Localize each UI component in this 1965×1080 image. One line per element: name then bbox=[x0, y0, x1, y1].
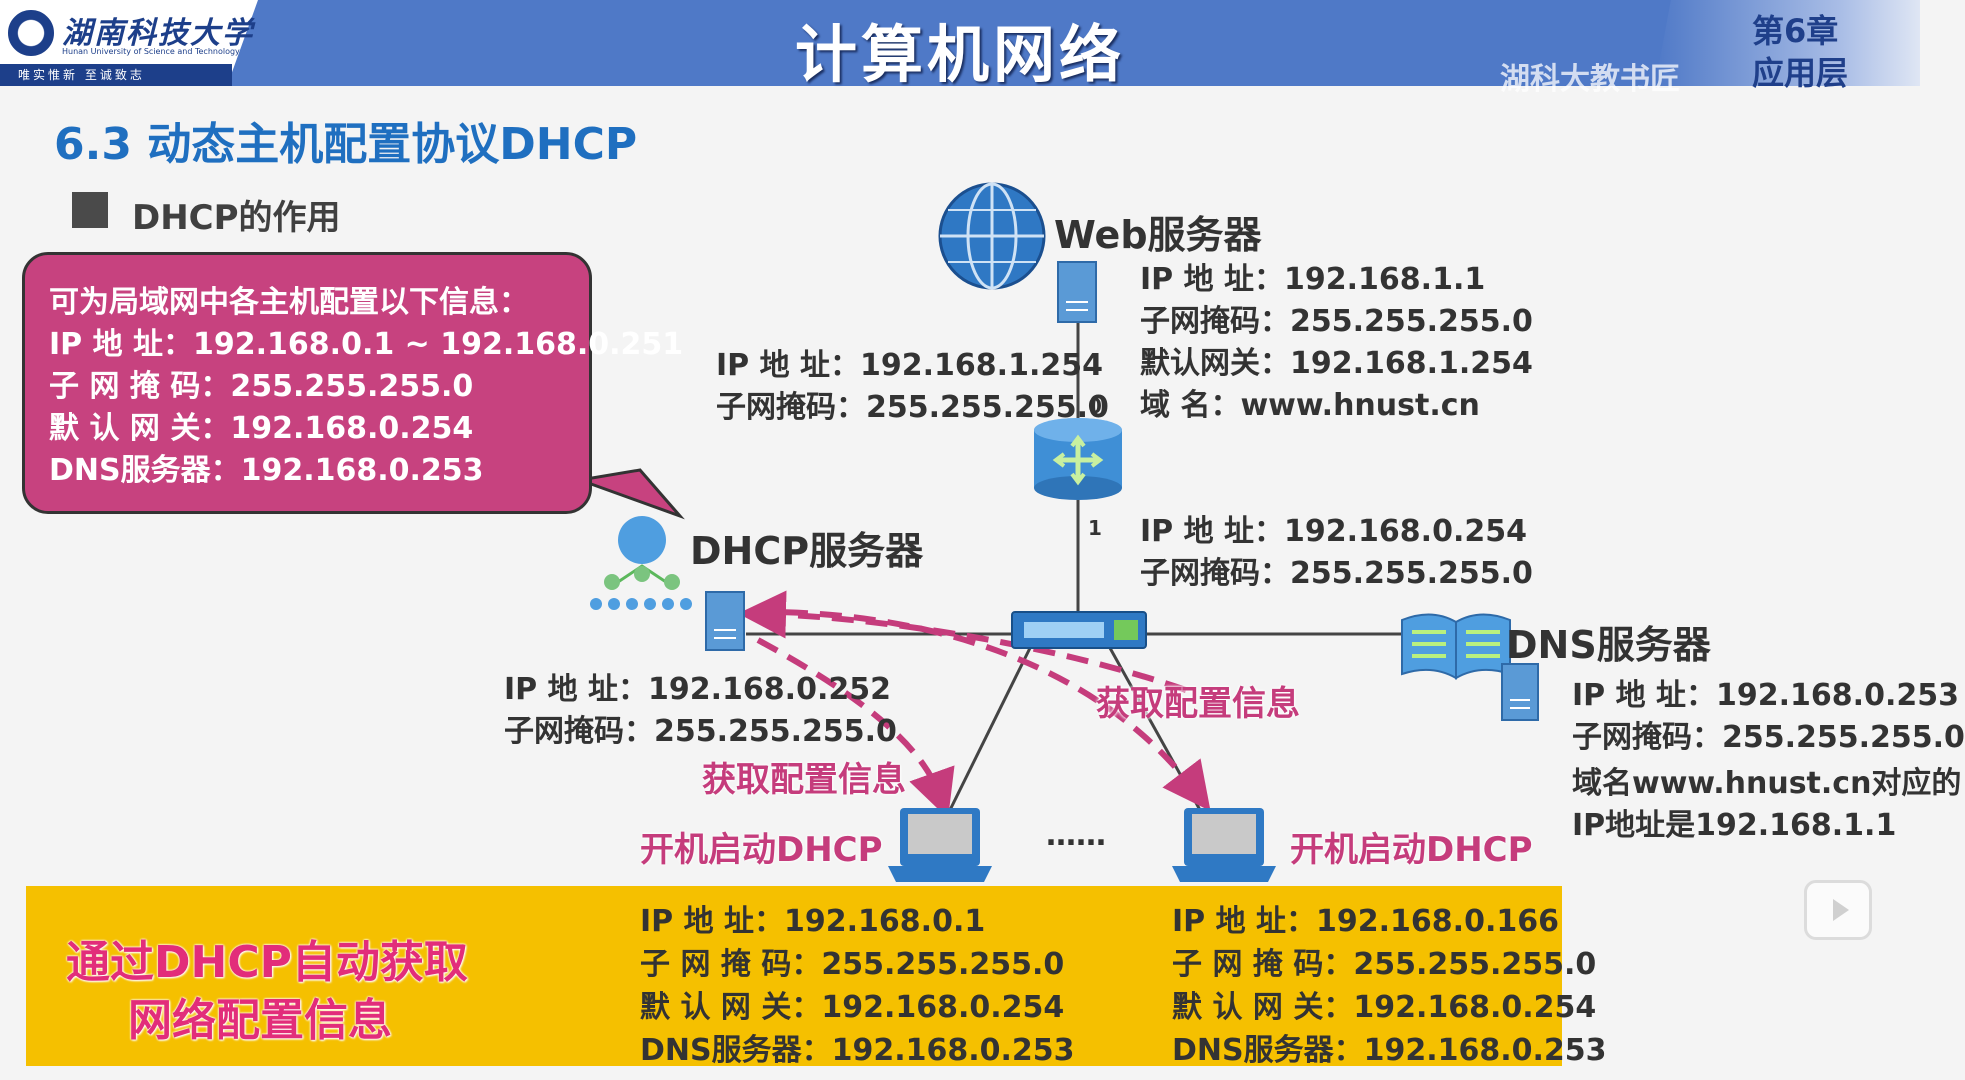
router-icon bbox=[1034, 418, 1122, 500]
chapter-panel bbox=[1655, 0, 1920, 86]
web-server-title: Web服务器 bbox=[1054, 213, 1262, 257]
dns-server-title: DNS服务器 bbox=[1506, 623, 1711, 667]
arrow-label-right: 获取配置信息 bbox=[1096, 684, 1300, 724]
university-name: 湖南科技大学 bbox=[62, 16, 254, 51]
router-interface-0: 0 bbox=[1088, 394, 1102, 418]
host-left-dns: DNS服务器：192.168.0.253 bbox=[640, 1033, 1075, 1068]
dhcp-server-icon bbox=[705, 591, 745, 651]
globe-icon bbox=[938, 182, 1046, 290]
dns-server-icon bbox=[1501, 663, 1539, 721]
router-if0-ip: IP 地 址：192.168.1.254 bbox=[716, 348, 1103, 383]
host-left-mask: 子 网 掩 码：255.255.255.0 bbox=[640, 947, 1065, 982]
web-server-gateway: 默认网关：192.168.1.254 bbox=[1140, 346, 1533, 381]
host-right-mask: 子 网 掩 码：255.255.255.0 bbox=[1172, 947, 1597, 982]
dhcp-server-title: DHCP服务器 bbox=[690, 529, 924, 573]
summary-line-2: 网络配置信息 bbox=[128, 995, 392, 1046]
host-left-ip: IP 地 址：192.168.0.1 bbox=[640, 904, 986, 939]
dns-server-note-1: 域名www.hnust.cn对应的 bbox=[1572, 766, 1962, 801]
callout-gateway: 默 认 网 关：192.168.0.254 bbox=[49, 411, 474, 446]
dhcp-people-icon bbox=[590, 516, 692, 610]
dashed-arrows bbox=[738, 590, 1211, 819]
dns-server-note-2: IP地址是192.168.1.1 bbox=[1572, 808, 1897, 843]
book-icon bbox=[1401, 613, 1511, 680]
laptop-icon-right bbox=[1172, 808, 1276, 882]
host-left-gateway: 默 认 网 关：192.168.0.254 bbox=[640, 990, 1065, 1025]
link-switch-host-left bbox=[948, 647, 1032, 811]
router-if1-ip: IP 地 址：192.168.0.254 bbox=[1140, 514, 1527, 549]
bullet-square-icon bbox=[72, 192, 108, 228]
callout-dns: DNS服务器：192.168.0.253 bbox=[49, 453, 484, 488]
host-right-label: 开机启动DHCP bbox=[1290, 830, 1533, 870]
arrow-dhcp-to-right-host bbox=[751, 608, 1211, 812]
host-ellipsis: …… bbox=[1046, 818, 1106, 853]
university-motto: 唯实惟新 至诚致志 bbox=[0, 64, 232, 86]
laptop-icon-left bbox=[888, 808, 992, 882]
dns-server-mask: 子网掩码：255.255.255.0 bbox=[1572, 720, 1965, 755]
chapter-number: 第6章 bbox=[1752, 12, 1839, 50]
dhcp-server-mask: 子网掩码：255.255.255.0 bbox=[504, 714, 897, 749]
university-subtitle: Hunan University of Science and Technolo… bbox=[62, 47, 240, 56]
server-icon bbox=[1057, 261, 1097, 323]
callout-mask: 子 网 掩 码：255.255.255.0 bbox=[49, 369, 474, 404]
link-switch-host-right bbox=[1108, 647, 1202, 811]
chapter-name: 应用层 bbox=[1752, 54, 1849, 92]
callout-tail bbox=[574, 468, 685, 520]
network-diagram bbox=[24, 182, 1539, 882]
web-server-domain: 域 名：www.hnust.cn bbox=[1140, 388, 1480, 423]
web-server-mask: 子网掩码：255.255.255.0 bbox=[1140, 304, 1533, 339]
play-icon[interactable] bbox=[1804, 880, 1872, 940]
course-title: 计算机网络 bbox=[794, 18, 1125, 91]
callout-heading: 可为局域网中各主机配置以下信息： bbox=[49, 285, 529, 320]
section-title: 6.3 动态主机配置协议DHCP bbox=[54, 119, 638, 170]
summary-line-1: 通过DHCP自动获取 bbox=[66, 937, 468, 988]
summary-bar: 通过DHCP自动获取 网络配置信息 IP 地 址：192.168.0.1 子 网… bbox=[26, 886, 1607, 1068]
arrow-dhcp-to-left-host bbox=[756, 637, 955, 819]
bullet-heading: DHCP的作用 bbox=[132, 198, 341, 238]
callout-box: 可为局域网中各主机配置以下信息： IP 地 址：192.168.0.1 ~ 19… bbox=[22, 252, 683, 514]
arrow-right-host-to-dhcp bbox=[738, 590, 1187, 693]
router-if1-mask: 子网掩码：255.255.255.0 bbox=[1140, 556, 1533, 591]
callout-ip: IP 地 址：192.168.0.1 ~ 192.168.0.251 bbox=[49, 327, 684, 362]
host-right-ip: IP 地 址：192.168.0.166 bbox=[1172, 904, 1559, 939]
university-emblem-icon bbox=[8, 10, 54, 56]
header-bar bbox=[0, 0, 1920, 86]
host-right-dns: DNS服务器：192.168.0.253 bbox=[1172, 1033, 1607, 1068]
dhcp-server-ip: IP 地 址：192.168.0.252 bbox=[504, 672, 891, 707]
host-left-label: 开机启动DHCP bbox=[640, 830, 883, 870]
switch-icon bbox=[1011, 611, 1147, 649]
arrow-label-left: 获取配置信息 bbox=[702, 760, 906, 800]
router-if0-mask: 子网掩码：255.255.255.0 bbox=[716, 390, 1109, 425]
host-right-gateway: 默 认 网 关：192.168.0.254 bbox=[1172, 990, 1597, 1025]
watermark: 湖科大教书匠 bbox=[1500, 62, 1680, 97]
dns-server-ip: IP 地 址：192.168.0.253 bbox=[1572, 678, 1959, 713]
web-server-ip: IP 地 址：192.168.1.1 bbox=[1140, 262, 1486, 297]
router-interface-1: 1 bbox=[1088, 516, 1102, 540]
